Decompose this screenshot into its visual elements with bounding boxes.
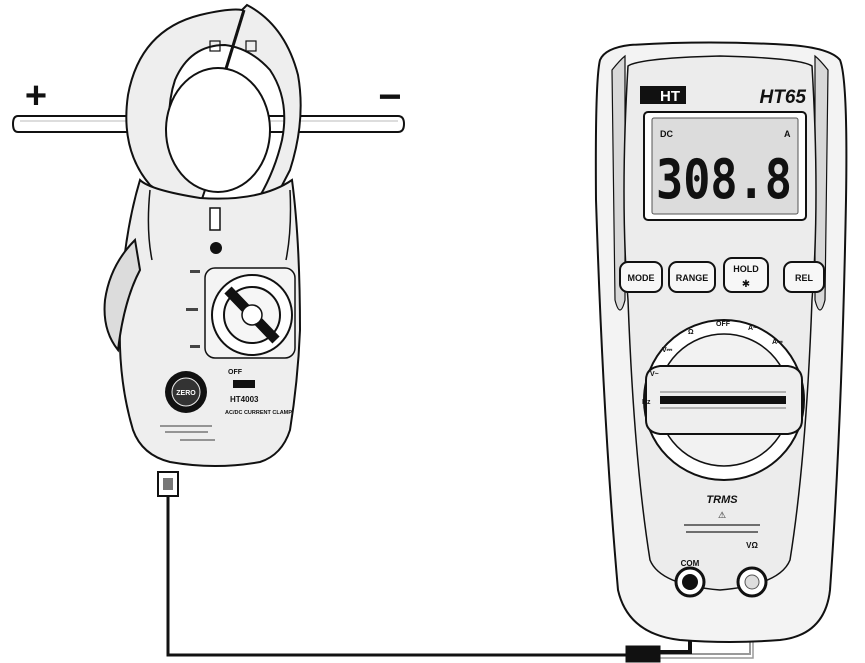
warning-icon: ⚠ (718, 510, 726, 520)
dial-label-3: OFF (716, 321, 731, 328)
display-unit-indicator: A (784, 129, 791, 139)
range-button[interactable]: RANGE (668, 261, 716, 293)
mode-button-label: MODE (628, 273, 655, 283)
dial-label-5: A⎓ (772, 339, 783, 346)
meter-brand-text: HT (660, 88, 680, 105)
com-jack-label: COM (681, 559, 700, 568)
meter-button-row: MODE RANGE HOLD ✱ REL (619, 257, 825, 293)
dial-label-6: Hz (642, 399, 651, 406)
mode-button[interactable]: MODE (619, 261, 663, 293)
hold-button[interactable]: HOLD ✱ (723, 257, 769, 293)
multimeter: HT HT65 DC A 308.8 MODE RANGE HOLD ✱ (594, 41, 848, 643)
backlight-icon: ✱ (742, 279, 750, 290)
meter-brand-logo: HT (640, 86, 686, 105)
negative-terminal-sign: − (378, 75, 401, 119)
black-test-lead (166, 496, 628, 657)
meter-model-text: HT65 (760, 87, 807, 108)
clamp-trigger[interactable] (103, 237, 142, 353)
meter-fine-print (684, 524, 760, 533)
hold-button-label: HOLD (733, 264, 759, 274)
clamp-fine-print (160, 425, 215, 441)
trms-label: TRMS (706, 494, 738, 506)
dial-label-0: V~ (650, 371, 659, 378)
clamp-zero-button[interactable]: ZERO (165, 371, 207, 413)
clamp-type-label: AC/DC CURRENT CLAMP (225, 410, 292, 416)
dial-label-2: Ω (688, 329, 694, 336)
clamp-meter: OFF ZERO HT4003 AC/DC CURRENT CLAMP (103, 3, 302, 497)
lead-plug-com (625, 645, 661, 663)
clamp-hold-knob[interactable] (210, 242, 222, 254)
meter-rotary-selector[interactable] (643, 319, 805, 481)
clamp-rotary-dial[interactable] (204, 267, 296, 359)
meter-lcd-display: DC A 308.8 (643, 111, 807, 221)
display-mode-indicator: DC (660, 129, 673, 139)
dial-label-4: A~ (748, 325, 757, 332)
dial-label-1: V⎓ (662, 347, 673, 354)
rel-button[interactable]: REL (783, 261, 825, 293)
clamp-dial-off-label: OFF (228, 369, 243, 376)
com-jack[interactable] (674, 566, 706, 598)
input-jack[interactable] (736, 566, 768, 598)
rel-button-label: REL (795, 273, 814, 283)
positive-terminal-sign: + (25, 75, 47, 117)
input-jack-label: VΩ (746, 541, 758, 550)
range-button-label: RANGE (676, 273, 709, 283)
clamp-zero-label: ZERO (176, 390, 196, 397)
clamp-model-label: HT4003 (230, 395, 259, 404)
display-reading: 308.8 (656, 148, 792, 211)
clamp-dial-marks (186, 270, 200, 348)
dial-position-labels: V~ V⎓ Ω OFF A~ A⎓ Hz (642, 321, 783, 406)
